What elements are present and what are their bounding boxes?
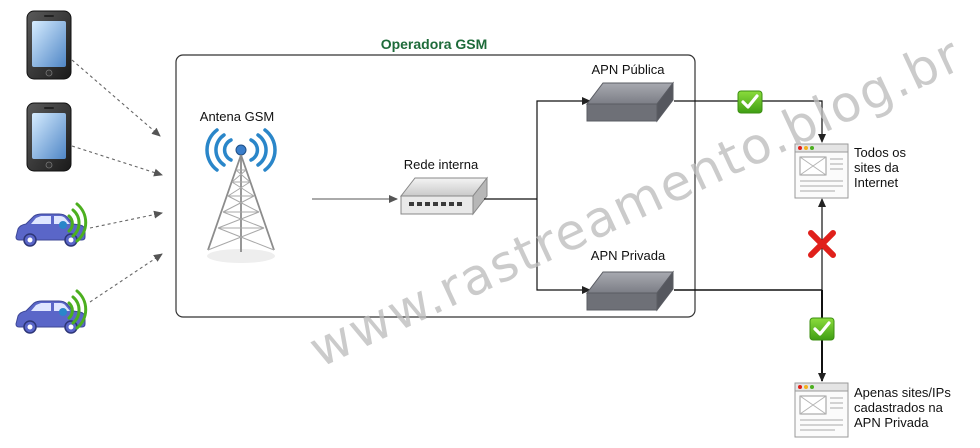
connector-car-1 [89,210,163,229]
check-icon [809,317,835,341]
branch-to-private-apn [536,199,591,294]
smartphone-icon [26,10,72,80]
browser-window-icon [794,143,849,199]
apn-private-label: APN Privada [591,248,666,263]
network-branch-connectors [484,97,591,294]
operator-boundary [175,54,696,318]
connector-car-2 [89,253,163,303]
device-connectors [71,59,163,303]
registered-sites-label: Apenas sites/IPs cadastrados na APN Priv… [854,385,954,430]
car-icon [15,289,88,334]
internet-sites-label: Todos os sites da Internet [854,145,910,190]
public-apn-to-internet-connector [674,100,826,143]
connector-phone-1 [71,59,161,137]
router-icon [585,270,675,312]
antenna-label: Antena GSM [200,109,274,124]
car-icon [15,202,88,247]
connector-phone-2 [71,145,163,177]
internal-network-label: Rede interna [404,157,479,172]
wireless-signal-icon [59,289,88,330]
check-icon [737,90,763,114]
branch-to-public-apn [536,97,591,199]
radio-waves [205,128,277,172]
antenna-tower-icon [205,128,277,263]
browser-window-icon [794,382,849,438]
apn-public-label: APN Pública [592,62,666,77]
router-icon [585,81,675,123]
operator-title: Operadora GSM [381,36,488,52]
wireless-signal-icon [59,202,88,243]
smartphone-icon [26,102,72,172]
cross-icon [808,230,836,258]
network-switch-icon [399,176,489,216]
